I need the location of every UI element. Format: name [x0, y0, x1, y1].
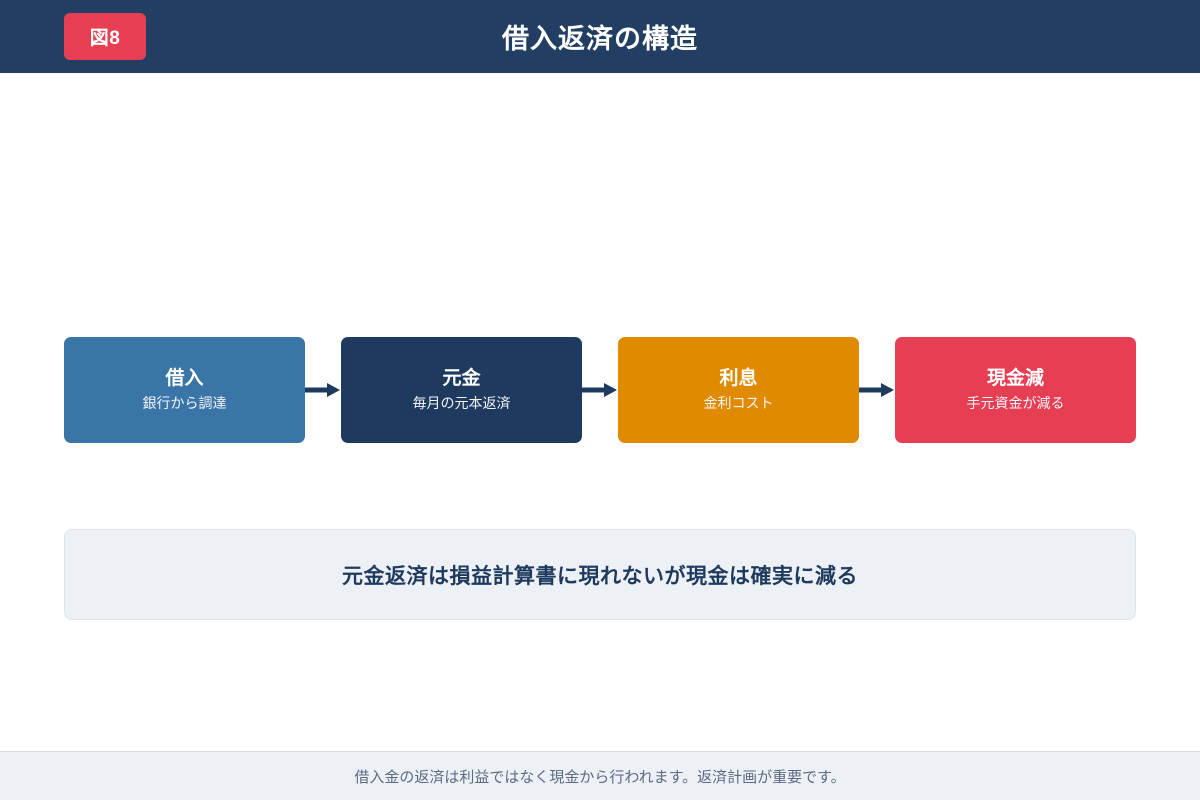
- arrow-right-icon: [305, 380, 341, 400]
- arrow-right-icon: [582, 380, 618, 400]
- flow-node-borrowing: 借入 銀行から調達: [64, 337, 305, 443]
- flow-node-title: 利息: [719, 368, 758, 390]
- arrow-right-icon: [859, 380, 895, 400]
- flow-node-principal: 元金 毎月の元本返済: [341, 337, 582, 443]
- flow-node-subtitle: 金利コスト: [703, 395, 774, 411]
- flow-node-title: 現金減: [986, 368, 1044, 390]
- flow-diagram: 借入 銀行から調達 元金 毎月の元本返済 利息 金利コスト 現金減 手元資金が減…: [64, 337, 1136, 443]
- summary-text: 元金返済は損益計算書に現れないが現金は確実に減る: [342, 564, 858, 588]
- flow-node-subtitle: 毎月の元本返済: [412, 395, 511, 411]
- flow-node-cash-decrease: 現金減 手元資金が減る: [895, 337, 1136, 443]
- flow-node-title: 元金: [442, 368, 481, 390]
- flow-node-interest: 利息 金利コスト: [618, 337, 859, 443]
- page-title: 借入返済の構造: [502, 24, 698, 54]
- footer-text: 借入金の返済は利益ではなく現金から行われます。返済計画が重要です。: [354, 768, 846, 786]
- footer-bar: 借入金の返済は利益ではなく現金から行われます。返済計画が重要です。: [0, 751, 1200, 800]
- header-bar: 借入返済の構造 図8: [0, 0, 1200, 73]
- figure-number-badge: 図8: [64, 13, 146, 60]
- summary-banner: 元金返済は損益計算書に現れないが現金は確実に減る: [64, 529, 1136, 620]
- flow-node-subtitle: 手元資金が減る: [966, 395, 1065, 411]
- flow-node-subtitle: 銀行から調達: [142, 395, 227, 411]
- flow-node-title: 借入: [165, 368, 204, 390]
